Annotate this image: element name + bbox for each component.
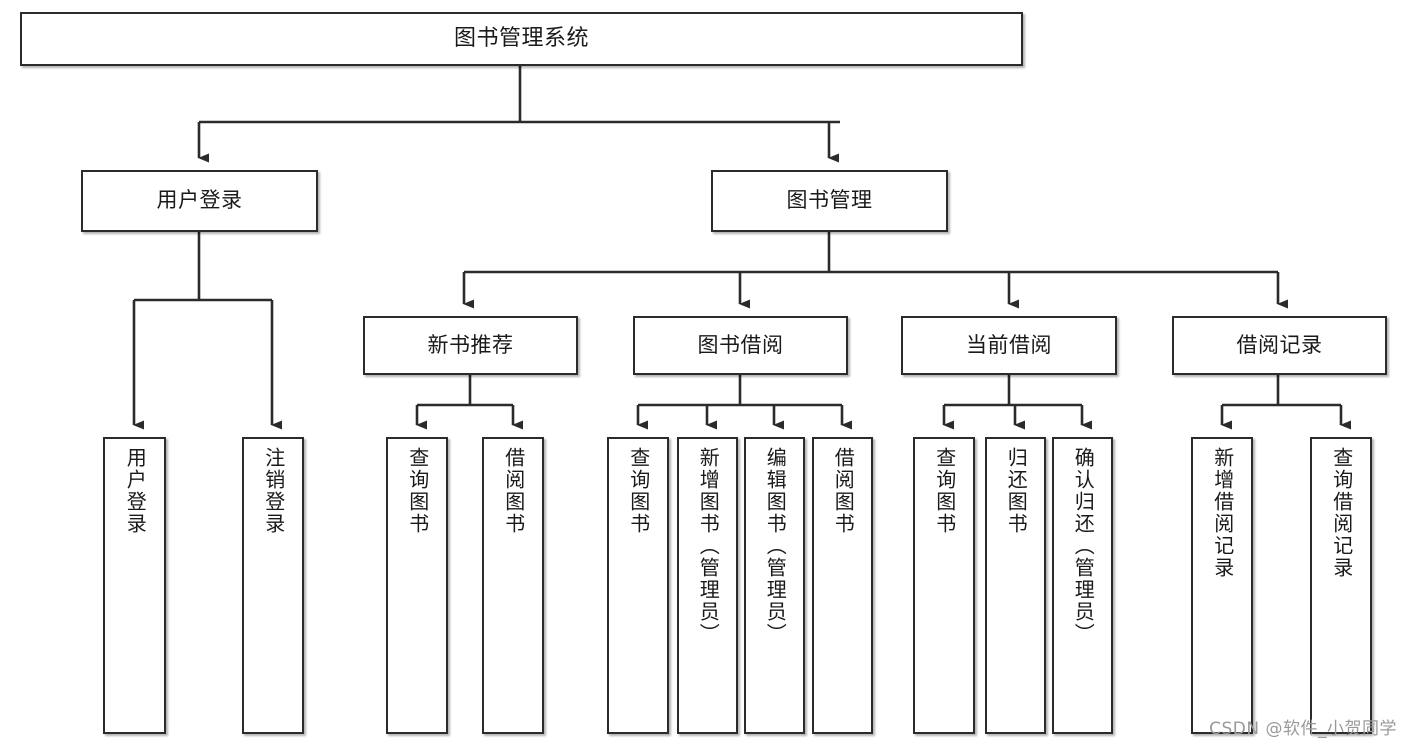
node-label: 查询图书 [932, 447, 957, 535]
leaf-borrow-record-query[interactable]: 查询借阅记录 [1310, 437, 1372, 734]
leaf-new-book-query[interactable]: 查询图书 [386, 437, 448, 734]
node-label: 查询借阅记录 [1329, 447, 1354, 579]
node-label: 用户登录 [123, 447, 148, 535]
edges-userlogin-to-leaves [132, 232, 282, 430]
leaf-current-borrow-return[interactable]: 归还图书 [985, 437, 1046, 734]
node-label: 新增借阅记录 [1210, 447, 1235, 579]
watermark-text: CSDN @软件_小贺同学 [1209, 719, 1397, 739]
node-current-borrow[interactable]: 当前借阅 [901, 316, 1117, 375]
node-label: 确认归还（管理员） [1071, 447, 1096, 645]
edges-bookborrow-to-leaves [636, 375, 852, 430]
node-label: 编辑图书（管理员） [763, 447, 788, 645]
edges-root-to-level2 [197, 66, 840, 163]
edges-newbook-to-leaves [415, 375, 523, 430]
leaf-book-borrow-borrow[interactable]: 借阅图书 [812, 437, 873, 734]
edges-bookmgmt-to-level3 [462, 232, 1288, 309]
node-label: 当前借阅 [966, 332, 1052, 357]
leaf-book-borrow-add[interactable]: 新增图书（管理员） [677, 437, 738, 734]
node-label: 查询图书 [626, 447, 651, 535]
node-label: 借阅记录 [1236, 332, 1323, 357]
node-label: 借阅图书 [501, 447, 526, 535]
node-label: 借阅图书 [831, 447, 856, 535]
node-root-book-management-system[interactable]: 图书管理系统 [20, 12, 1023, 66]
node-book-management[interactable]: 图书管理 [711, 170, 948, 232]
node-new-book-recommend[interactable]: 新书推荐 [363, 316, 578, 375]
node-label: 图书管理系统 [453, 25, 589, 51]
leaf-user-login-login[interactable]: 用户登录 [103, 437, 166, 734]
leaf-book-borrow-query[interactable]: 查询图书 [607, 437, 669, 734]
node-borrow-record[interactable]: 借阅记录 [1172, 316, 1387, 375]
leaf-current-borrow-confirm-return[interactable]: 确认归还（管理员） [1052, 437, 1113, 734]
node-label: 图书管理 [786, 188, 873, 213]
node-label: 新书推荐 [427, 332, 514, 357]
edges-borrowrecord-to-leaves [1220, 375, 1351, 430]
node-label: 归还图书 [1004, 447, 1029, 535]
node-book-borrow[interactable]: 图书借阅 [633, 316, 848, 375]
leaf-borrow-record-add[interactable]: 新增借阅记录 [1191, 437, 1253, 734]
node-label: 注销登录 [261, 447, 286, 535]
node-label: 用户登录 [156, 188, 243, 213]
leaf-book-borrow-edit[interactable]: 编辑图书（管理员） [744, 437, 805, 734]
node-label: 新增图书（管理员） [696, 447, 721, 645]
leaf-current-borrow-query[interactable]: 查询图书 [913, 437, 975, 734]
leaf-user-login-logout[interactable]: 注销登录 [242, 437, 304, 734]
edges-currentborrow-to-leaves [942, 375, 1092, 430]
node-user-login[interactable]: 用户登录 [81, 170, 318, 232]
leaf-new-book-borrow[interactable]: 借阅图书 [482, 437, 544, 734]
node-label: 查询图书 [405, 447, 430, 535]
node-label: 图书借阅 [697, 332, 784, 357]
